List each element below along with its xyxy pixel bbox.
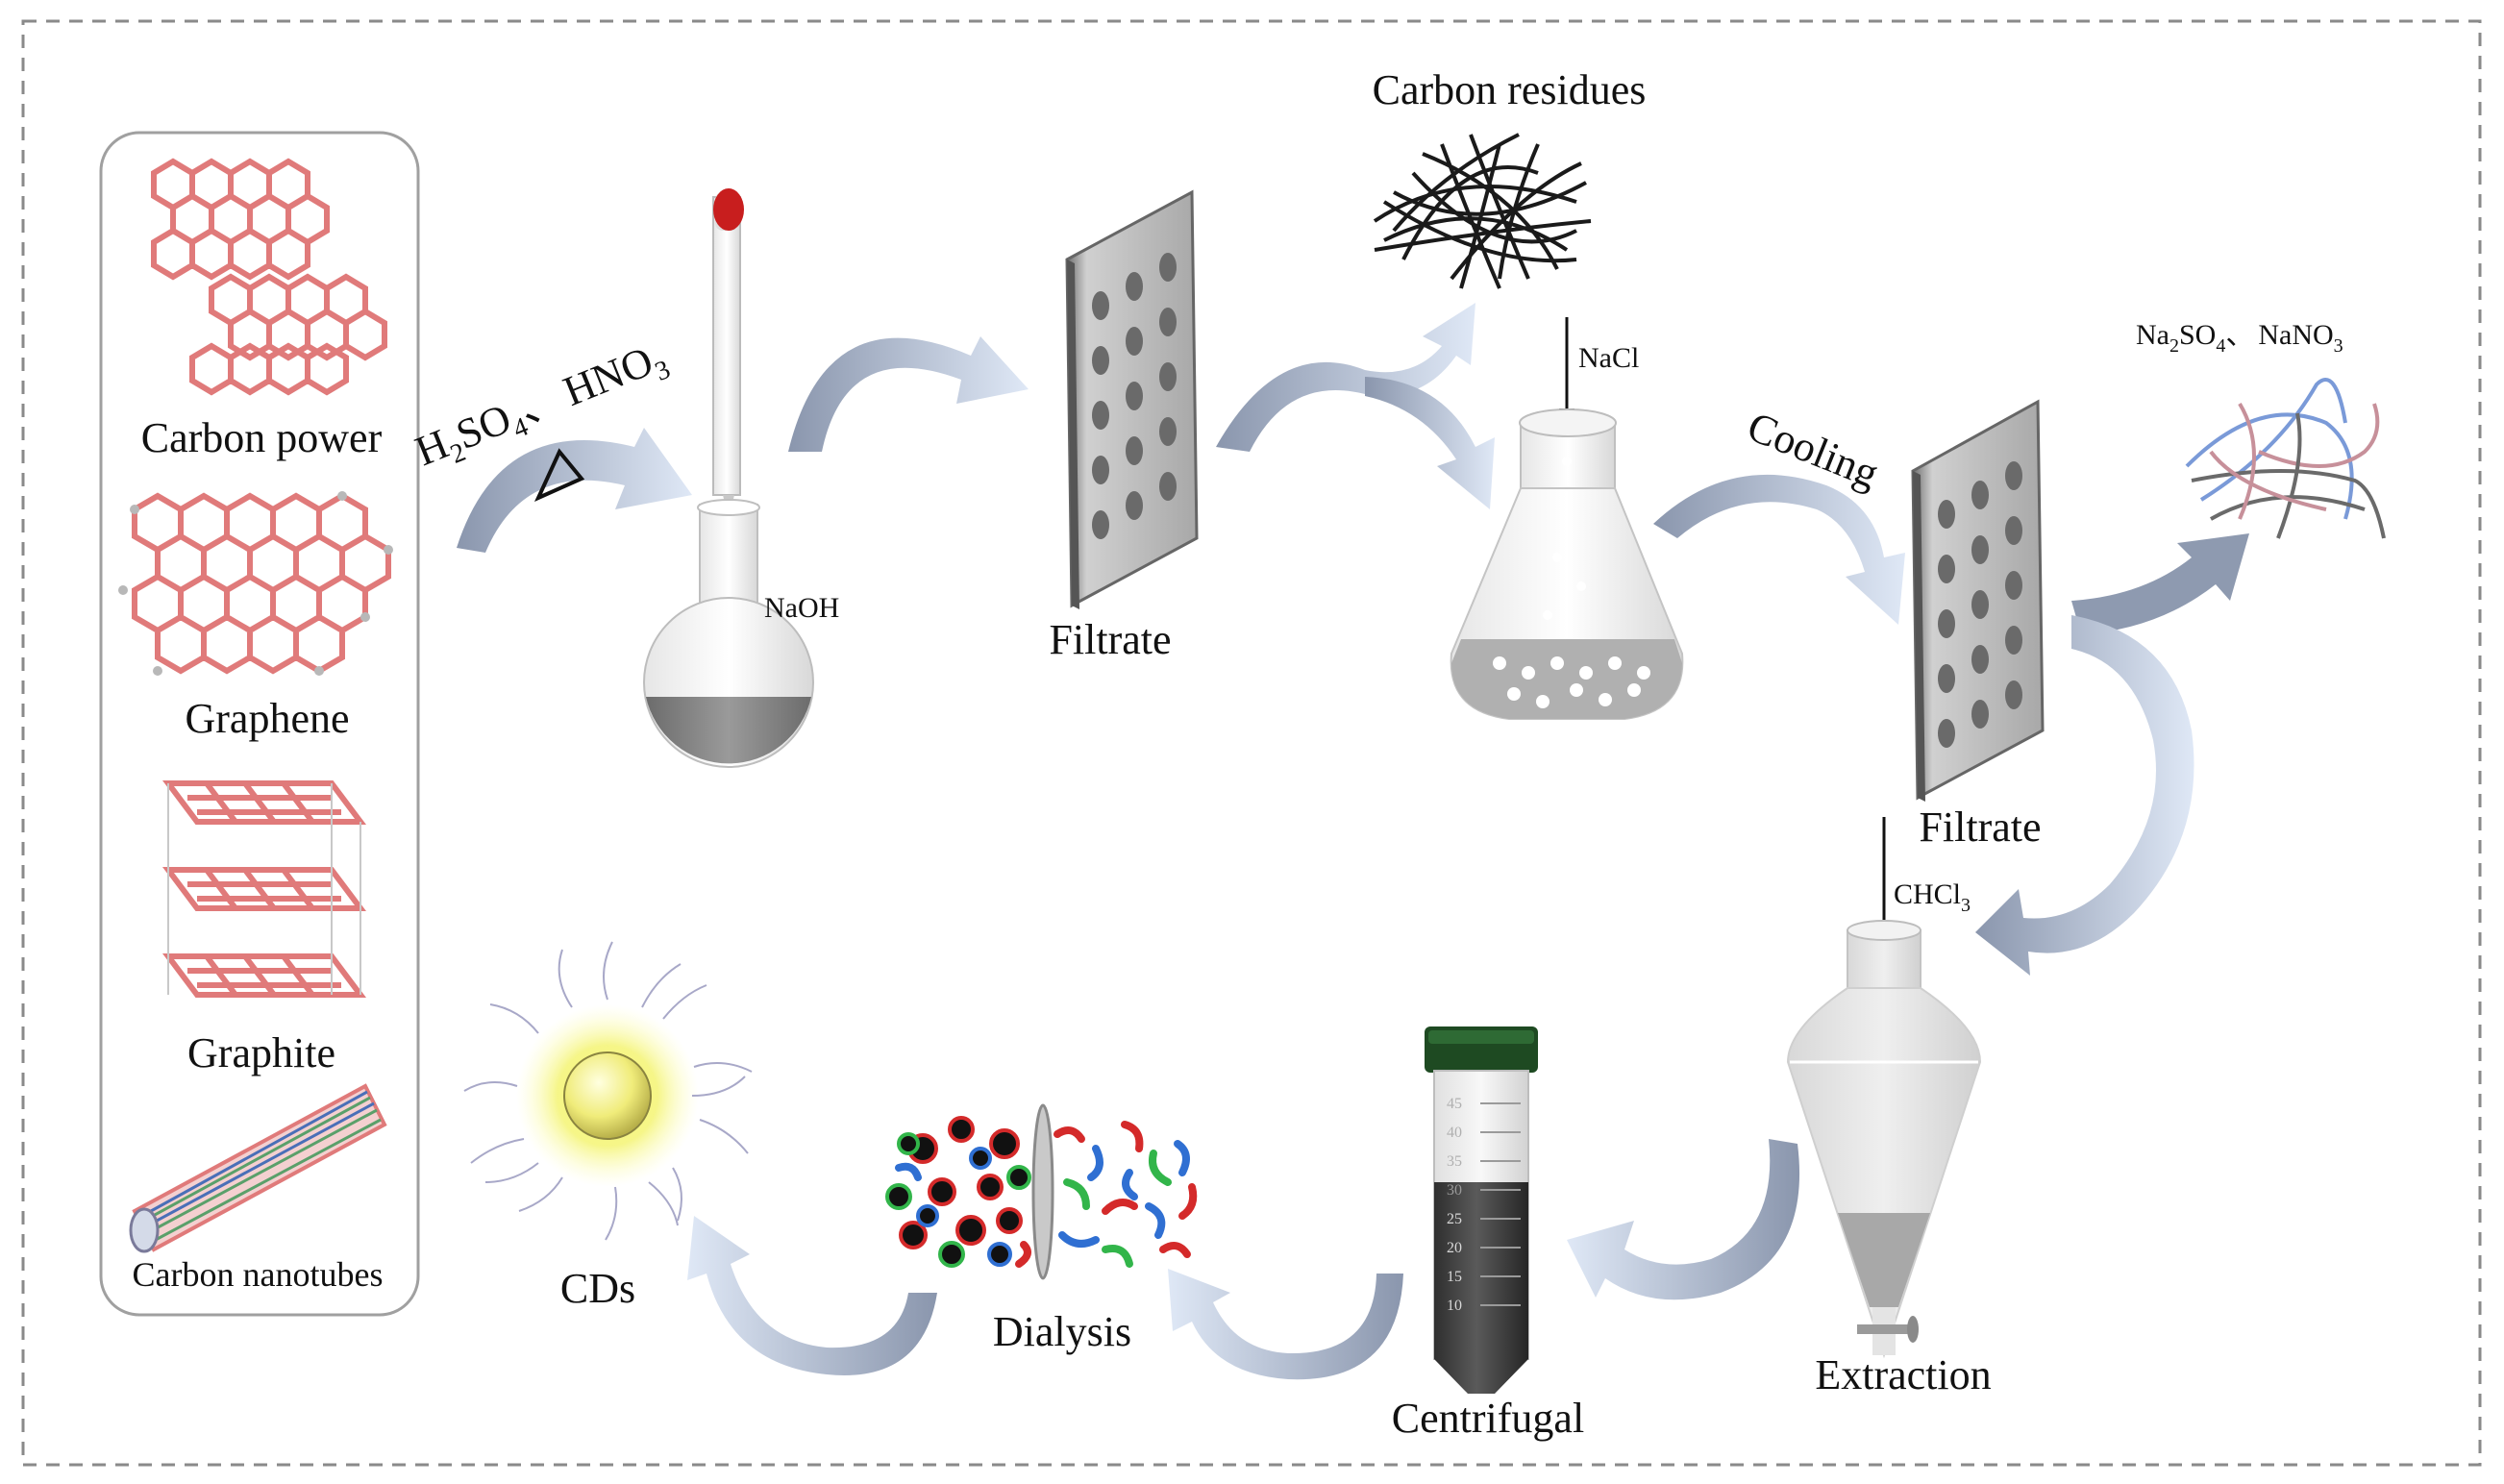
svg-text:40: 40	[1447, 1125, 1462, 1141]
svg-text:30: 30	[1447, 1182, 1462, 1199]
carbon-residues-fibers	[1373, 133, 1592, 289]
arrow-filter2-to-funnel	[1975, 615, 2194, 976]
label-cds: CDs	[560, 1265, 635, 1312]
label-carbon-nanotubes: Carbon nanotubes	[133, 1255, 384, 1294]
arrow-filter1-split	[1216, 303, 1475, 452]
label-dialysis: Dialysis	[993, 1308, 1131, 1355]
carbon-power-lattice	[151, 158, 387, 396]
arrow-tube-to-dialysis	[1168, 1269, 1403, 1380]
graphite-pillars	[167, 783, 361, 995]
label-carbon-residues: Carbon residues	[1373, 66, 1647, 113]
centrifuge-tube	[1425, 1026, 1538, 1394]
svg-text:10: 10	[1447, 1298, 1462, 1314]
tube-scale-labels: 45 40 35 30 25 20 15 10	[1447, 1096, 1462, 1314]
erlenmeyer-flask	[1450, 408, 1684, 720]
svg-text:20: 20	[1447, 1240, 1462, 1256]
filter-panel-1	[1065, 189, 1199, 609]
separatory-funnel	[1786, 920, 1982, 1359]
graphene-nodes	[118, 491, 393, 676]
arrow-dialysis-to-cds	[687, 1216, 937, 1375]
arrow-filter2-to-salts	[2071, 533, 2249, 634]
filter-panel-2	[1911, 399, 2045, 802]
arrow-to-erlenmeyer	[1365, 377, 1495, 509]
dialysis-particles	[885, 1103, 1198, 1280]
svg-text:35: 35	[1447, 1153, 1462, 1170]
svg-text:CHCl3: CHCl3	[1894, 878, 1971, 916]
label-filtrate-1: Filtrate	[1049, 616, 1171, 663]
arrow-materials-to-flask	[457, 428, 692, 553]
svg-text:45: 45	[1447, 1096, 1462, 1112]
arrow-funnel-to-tube	[1567, 1139, 1800, 1300]
arrow-flask-to-filter1	[788, 336, 1029, 452]
label-nacl: NaCl	[1578, 342, 1639, 374]
materials-panel	[99, 131, 420, 1317]
label-extraction: Extraction	[1815, 1351, 1991, 1398]
label-filtrate-2: Filtrate	[1919, 804, 2041, 851]
salt-fibers	[2185, 378, 2386, 539]
round-flask	[643, 188, 814, 768]
label-centrifugal: Centrifugal	[1392, 1395, 1584, 1442]
label-naoh: NaOH	[764, 592, 839, 624]
carbon-nanotube	[129, 1083, 387, 1253]
label-graphite: Graphite	[187, 1029, 335, 1076]
arrow-cooling	[1653, 474, 1905, 625]
svg-text:15: 15	[1447, 1269, 1462, 1285]
label-graphene: Graphene	[185, 695, 349, 742]
tube-scale	[1480, 1102, 1521, 1306]
label-carbon-power: Carbon power	[141, 414, 383, 461]
heat-triangle-icon	[533, 448, 585, 502]
carbon-dot	[463, 941, 753, 1241]
dialysis-membrane	[1031, 1103, 1054, 1280]
svg-text:Na2SO4、NaNO3: Na2SO4、NaNO3	[2136, 319, 2343, 357]
chcl3-label: CHCl3	[1894, 878, 1971, 916]
svg-text:25: 25	[1447, 1211, 1462, 1227]
salts-label: Na2SO4、NaNO3	[2136, 319, 2343, 357]
outer-frame	[21, 19, 2482, 1467]
